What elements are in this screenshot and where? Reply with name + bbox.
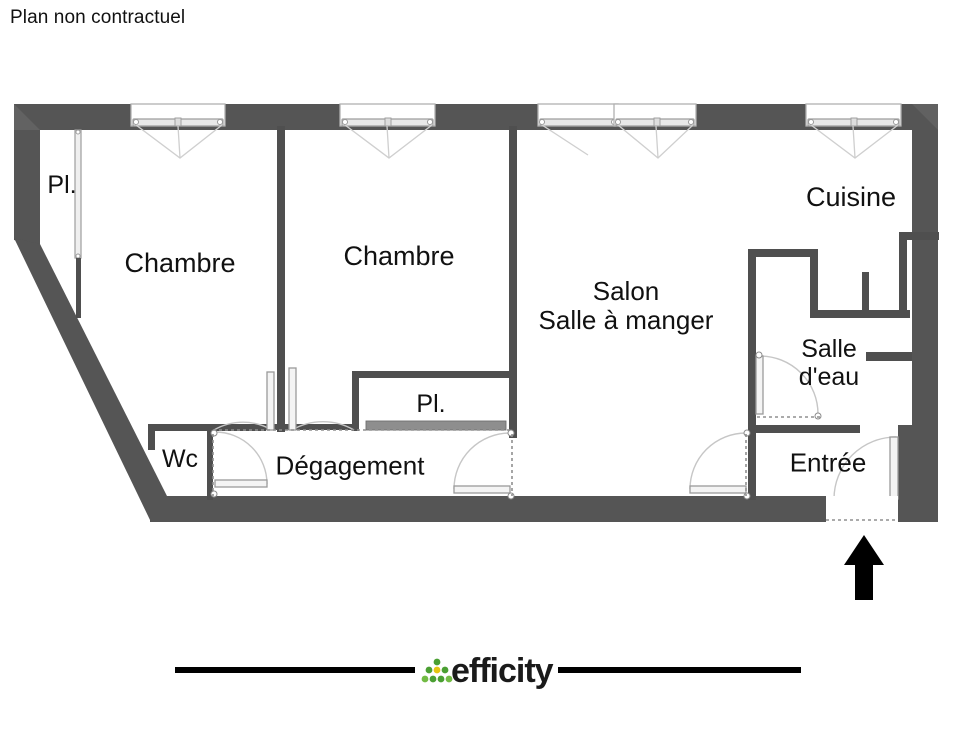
- room-label-salon-line-2: Salle à manger: [538, 305, 714, 335]
- door-chambre-2: [288, 367, 355, 431]
- exterior-walls: [14, 104, 938, 522]
- efficity-dots-icon: [421, 658, 453, 683]
- room-label-chambre-1: Chambre: [124, 248, 235, 278]
- room-label-salle-d-eau-line-2: d'eau: [798, 363, 860, 391]
- room-label-wc: Wc: [162, 445, 198, 473]
- door-entree-salon: [689, 429, 751, 500]
- room-label-chambre-2: Chambre: [343, 241, 454, 271]
- window-chambre-2: [339, 103, 436, 159]
- efficity-wordmark: efficity: [451, 652, 554, 690]
- door-chambre-1: [213, 371, 275, 431]
- door-entrance: [826, 436, 899, 522]
- room-label-entree: Entrée: [790, 448, 867, 477]
- room-label-text: Cuisine: [805, 181, 897, 212]
- door-wc: [210, 429, 268, 498]
- room-label-text: Pl.: [416, 390, 446, 418]
- window-salon-left: [537, 103, 619, 156]
- room-label-text: Dégagement: [275, 450, 425, 481]
- room-label-salle-d-eau: Salle d'eau: [799, 335, 859, 391]
- window-chambre-1: [130, 103, 226, 159]
- room-label-cuisine: Cuisine: [806, 182, 896, 212]
- room-label-salle-d-eau-line-1: Salle: [801, 335, 857, 363]
- door-degagement-salon: [453, 429, 515, 500]
- page-title: Plan non contractuel: [10, 7, 186, 28]
- room-label-text: Chambre: [124, 247, 236, 278]
- door-salle-d-eau: [755, 351, 822, 420]
- room-label-salon: Salon Salle à manger: [538, 275, 714, 335]
- room-label-placard-chambre-1: Pl.: [47, 171, 76, 199]
- brand-footer: efficity: [0, 638, 979, 708]
- interior-walls: [148, 126, 939, 522]
- room-label-text: Entrée: [789, 447, 867, 478]
- window-salon-right: [613, 103, 697, 159]
- room-label-text: Chambre: [343, 240, 455, 271]
- room-label-degagement: Dégagement: [276, 451, 425, 480]
- window-cuisine: [805, 103, 902, 159]
- room-label-salon-line-1: Salon: [592, 275, 660, 306]
- closet-sliding-door-chambre-1: [74, 129, 82, 318]
- scale-rule-right: [558, 667, 801, 673]
- room-label-placard-degagement: Pl.: [416, 390, 445, 418]
- room-label-text: Wc: [161, 445, 199, 473]
- room-label-text: Pl.: [47, 171, 77, 199]
- scale-rule-left: [175, 667, 415, 673]
- entrance-direction-arrow: [844, 535, 884, 600]
- efficity-logo: efficity: [421, 644, 554, 698]
